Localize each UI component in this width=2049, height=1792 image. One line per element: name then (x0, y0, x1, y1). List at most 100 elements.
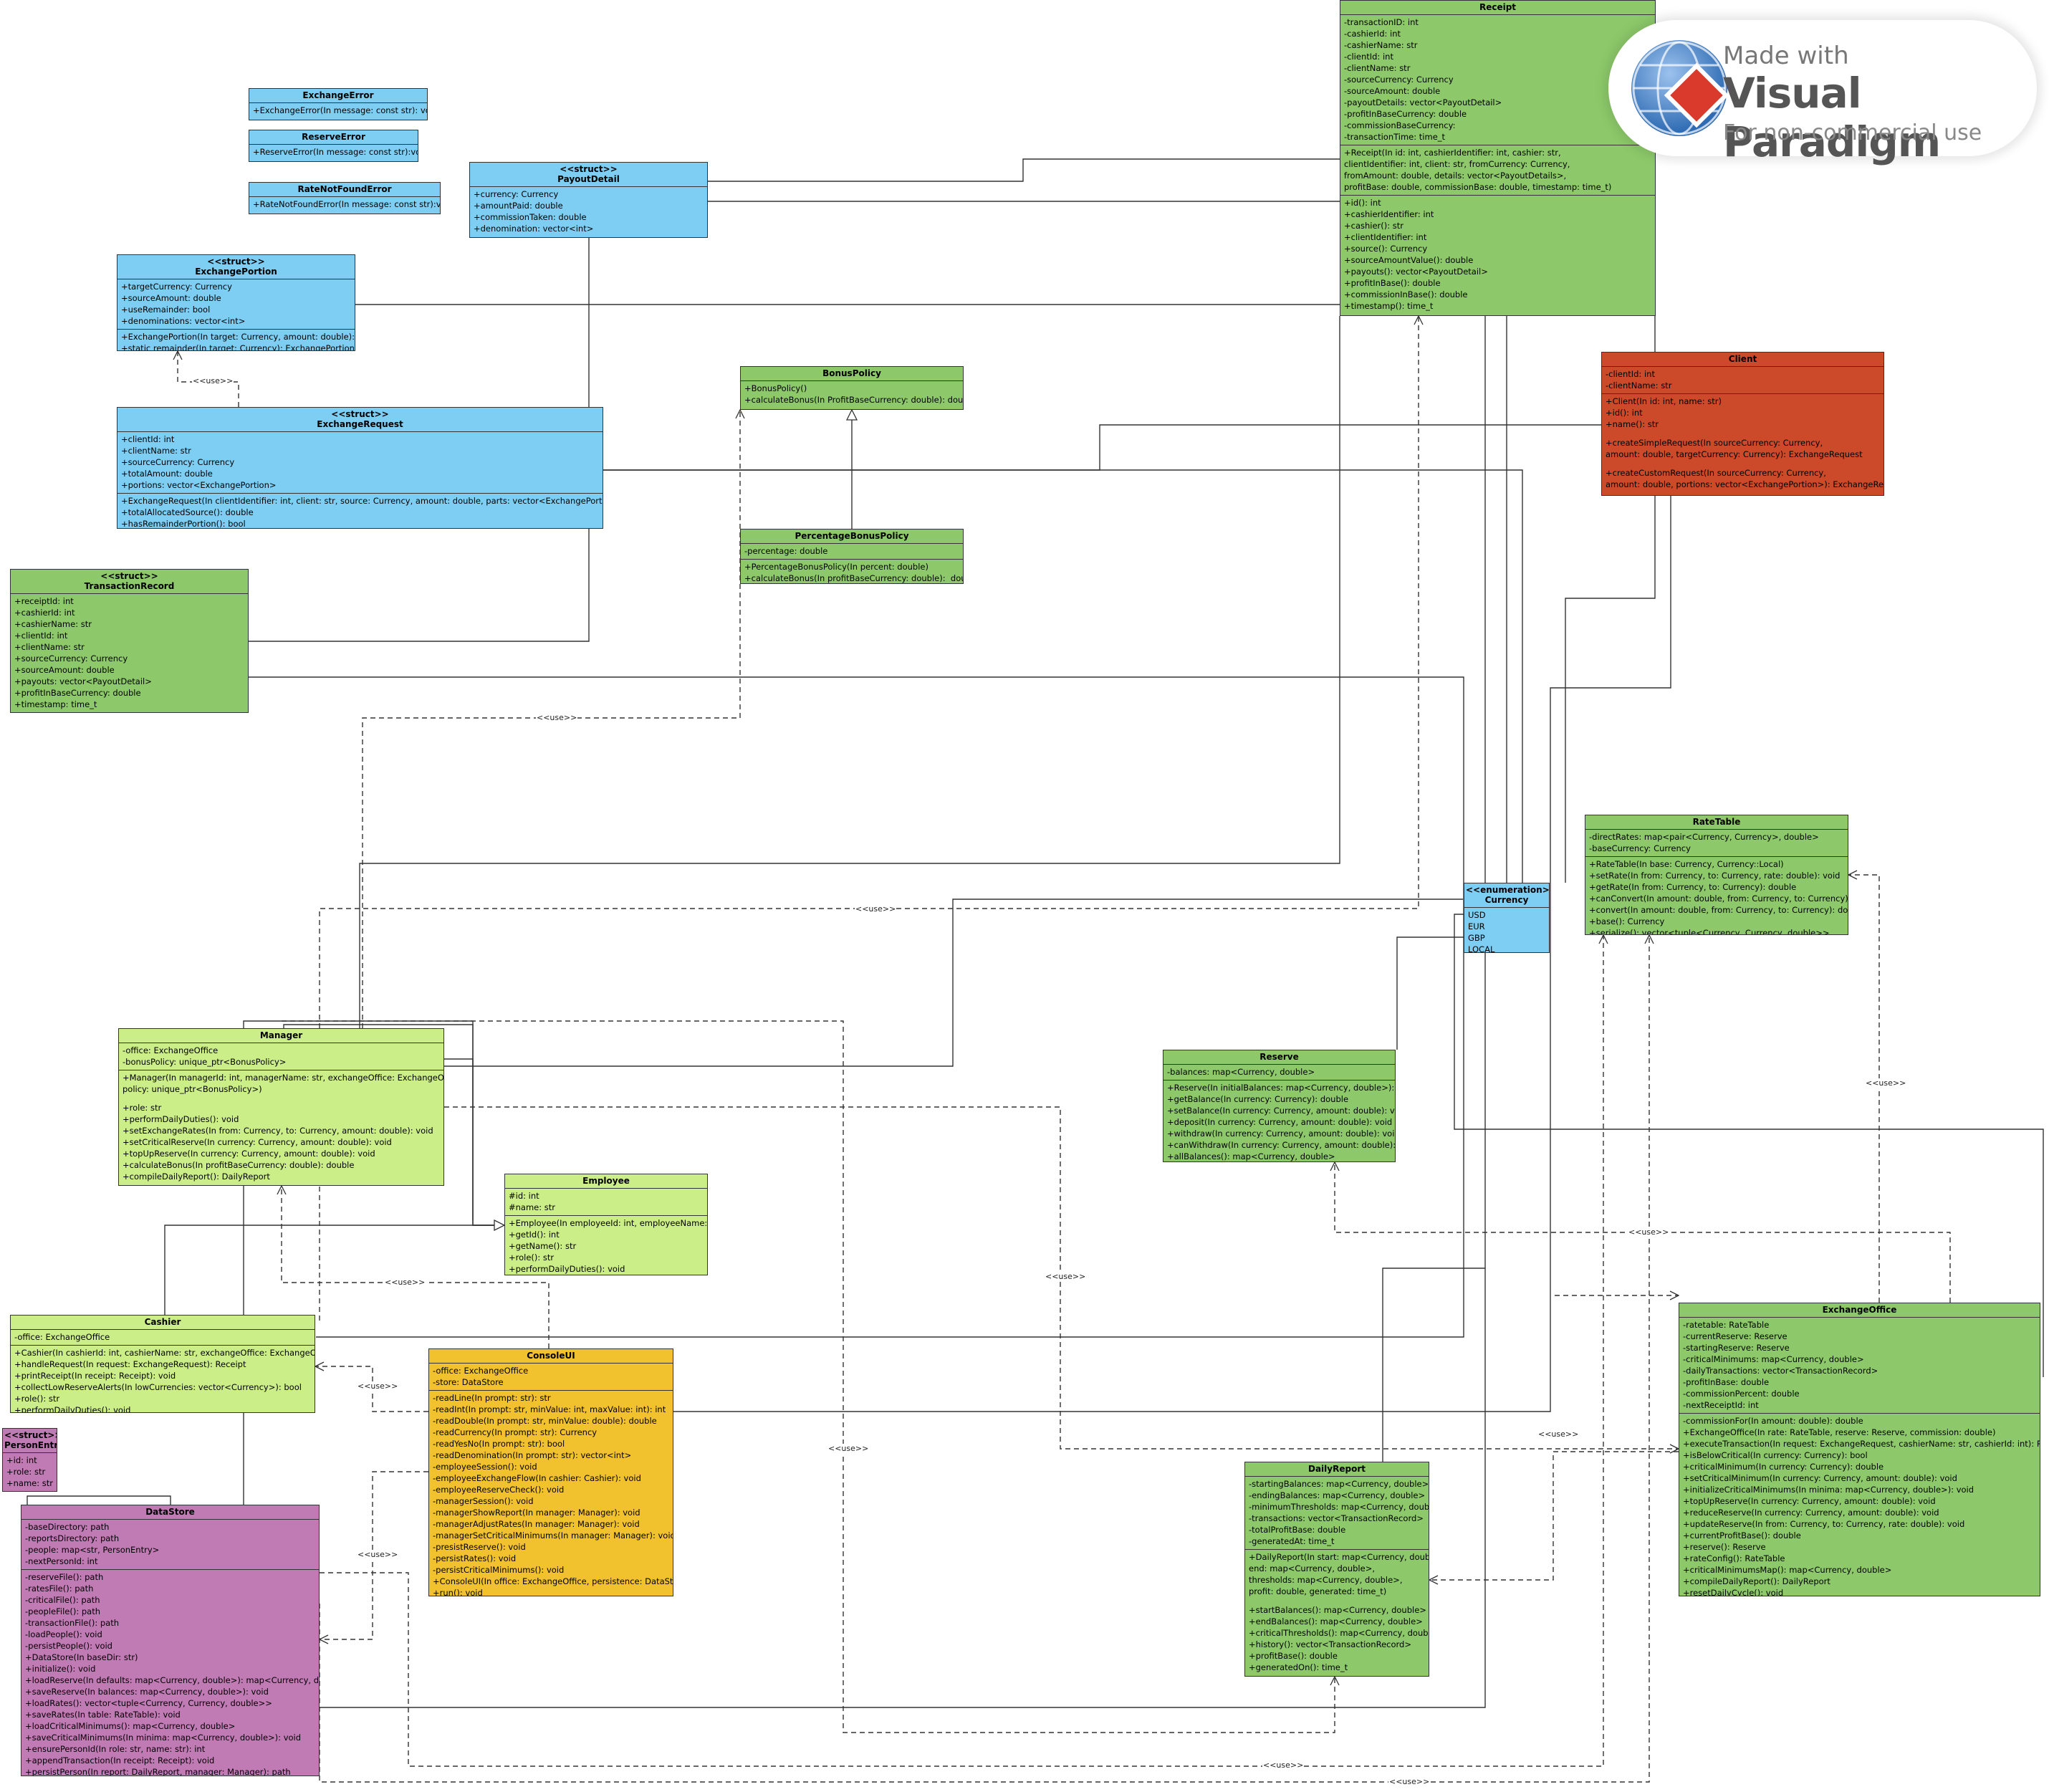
class-employee[interactable]: Employee#id: int#name: str+Employee(In e… (504, 1174, 708, 1275)
class-member: -office: ExchangeOffice (433, 1366, 529, 1376)
class-member: +cashierId: int (14, 608, 75, 618)
class-member: +reserve(): Reserve (1683, 1542, 1766, 1552)
class-member: +sourceAmount: double (121, 293, 221, 303)
class-transaction-record[interactable]: <<struct>>TransactionRecord+receiptId: i… (10, 569, 249, 713)
class-name: DailyReport (1308, 1464, 1366, 1474)
class-compartment: +RateNotFoundError(In message: const str… (249, 197, 440, 212)
class-header: ConsoleUI (429, 1349, 673, 1364)
class-percentage-bonus-policy[interactable]: PercentageBonusPolicy-percentage: double… (740, 529, 964, 584)
class-member: +resetDailyCycle(): void (1683, 1588, 1784, 1596)
class-member: +source(): Currency (1344, 244, 1428, 254)
class-reserve[interactable]: Reserve-balances: map<Currency, double>+… (1163, 1050, 1396, 1162)
class-member: +topUpReserve(In currency: Currency, amo… (1683, 1496, 1936, 1506)
class-member: +currentProfitBase(): double (1683, 1530, 1801, 1541)
class-member: +commissionTaken: double (474, 212, 587, 222)
edge-request-receipt (603, 469, 1523, 883)
class-member: +name: str (6, 1478, 54, 1488)
class-name: ReserveError (302, 132, 365, 142)
class-rate-not-found-error[interactable]: RateNotFoundError +RateNotFoundError(In m… (249, 182, 441, 214)
class-member: +clientId: int (121, 434, 175, 444)
class-member: -cashierName: str (1344, 40, 1418, 50)
class-member: -baseCurrency: Currency (1589, 843, 1691, 853)
class-compartment: +RateTable(In base: Currency, Currency::… (1585, 857, 1848, 934)
edge-reserve-currency (1396, 936, 1464, 1050)
class-member: +clientName: str (121, 446, 191, 456)
edge-currency-reserve (320, 953, 1486, 1708)
class-exchange-office[interactable]: ExchangeOffice-ratetable: RateTable-curr… (1679, 1303, 2040, 1596)
class-compartment: +Reserve(In initialBalances: map<Currenc… (1163, 1081, 1396, 1161)
class-member: -clientName: str (1606, 380, 1672, 390)
class-member: +setCriticalMinimum(In currency: Currenc… (1683, 1473, 1957, 1483)
class-member: amount: double, portions: vector<Exchang… (1606, 479, 1884, 489)
class-member: +Client(In id: int, name: str) (1606, 396, 1722, 406)
class-member: +performDailyDuties(): void (14, 1405, 131, 1413)
class-member: +saveReserve(In balances: map<Currency, … (25, 1687, 269, 1697)
class-name: PercentageBonusPolicy (795, 531, 909, 541)
class-compartment: -readLine(In prompt: str): str-readInt(I… (429, 1391, 673, 1596)
class-member: +canConvert(In amount: double, from: Cur… (1589, 893, 1848, 904)
class-member: -managerSession(): void (433, 1496, 534, 1506)
class-reserve-error[interactable]: ReserveError +ReserveError(In message: co… (249, 130, 418, 162)
class-header: DataStore (21, 1505, 319, 1520)
class-member: +clientName: str (14, 642, 85, 652)
class-compartment: +ExchangeError(In message: const str): v… (249, 103, 427, 118)
class-member: +profitInBaseCurrency: double (14, 688, 141, 698)
class-member: -presistReserve(): void (433, 1542, 526, 1552)
class-member: #name: str (509, 1202, 556, 1212)
class-member: -employeeSession(): void (433, 1462, 537, 1472)
class-member: -ratesFile(): path (25, 1583, 94, 1594)
class-exchange-error[interactable]: ExchangeError+ExchangeError(In message: … (249, 88, 428, 120)
class-member: +sourceAmount: double (14, 665, 115, 675)
class-member: +ExchangePortion(In target: Currency, am… (121, 332, 355, 342)
class-name: ConsoleUI (527, 1351, 575, 1361)
class-member: -profitInBaseCurrency: double (1344, 109, 1467, 119)
class-payout-detail[interactable]: <<struct>>PayoutDetail+currency: Currenc… (469, 162, 708, 238)
class-receipt[interactable]: Receipt-transactionID: int-cashierId: in… (1340, 0, 1656, 316)
dep-office-ratetable (1848, 875, 1880, 1303)
edge-cashier-employee (164, 1225, 504, 1321)
class-member: fromAmount: double, details: vector<Payo… (1344, 171, 1567, 181)
class-name: RateNotFoundError (297, 184, 392, 194)
class-member: +appendTransaction(In receipt: Receipt):… (25, 1755, 215, 1765)
class-console-ui[interactable]: ConsoleUI-office: ExchangeOffice-store: … (428, 1348, 673, 1596)
class-person-entry[interactable]: <<struct>>PersonEntry+id: int+role: str+… (2, 1428, 57, 1492)
class-member: -office: ExchangeOffice (123, 1045, 219, 1055)
class-member: +executeTransaction(In request: Exchange… (1683, 1439, 2040, 1449)
class-name: ExchangeOffice (1822, 1305, 1897, 1315)
class-member: +calculateBonus(In profitBaseCurrency: d… (123, 1160, 355, 1170)
class-daily-report[interactable]: DailyReport-startingBalances: map<Curren… (1244, 1462, 1429, 1677)
dep-office-reserve (1335, 1162, 1951, 1303)
class-member: +canWithdraw(In currency: Currency, amou… (1167, 1140, 1396, 1150)
class-member: +compileDailyReport(): DailyReport (123, 1171, 270, 1182)
edge-dailyreport-currency (1382, 1268, 1485, 1462)
class-cashier[interactable]: Cashier-office: ExchangeOffice+Cashier(I… (10, 1315, 315, 1413)
class-member: +loadRates(): vector<tuple<Currency, Cur… (25, 1698, 272, 1708)
class-member: +DataStore(In baseDir: str) (25, 1652, 138, 1662)
dep-cashier-receipt (319, 316, 1419, 1321)
class-member: -readLine(In prompt: str): str (433, 1393, 551, 1403)
dep-datastore-ratetable2 (319, 935, 1649, 1783)
class-manager[interactable]: Manager-office: ExchangeOffice-bonusPoli… (118, 1028, 444, 1186)
class-header: BonusPolicy (741, 367, 963, 381)
class-member: -persistRates(): void (433, 1553, 517, 1563)
class-member: -transactionTime: time_t (1344, 132, 1446, 142)
class-rate-table[interactable]: RateTable-directRates: map<pair<Currency… (1585, 815, 1848, 935)
use-label: <<use>> (357, 1550, 399, 1559)
class-client[interactable]: Client-clientId: int-clientName: str+Cli… (1601, 352, 1884, 496)
class-exchange-request[interactable]: <<struct>>ExchangeRequest+clientId: int+… (117, 407, 603, 529)
class-compartment: #id: int#name: str (505, 1189, 707, 1216)
class-exchange-portion[interactable]: <<struct>>ExchangePortion+targetCurrency… (117, 254, 355, 351)
use-label: <<use>> (1045, 1272, 1087, 1281)
class-member: +persistPerson(In report: DailyReport, m… (25, 1767, 291, 1776)
class-compartment: +ReserveError(In message: const str):voi… (249, 145, 418, 160)
class-header: DailyReport (1245, 1462, 1429, 1477)
class-name: ExchangePortion (195, 267, 277, 277)
class-compartment: -directRates: map<pair<Currency, Currenc… (1585, 830, 1848, 857)
class-data-store[interactable]: DataStore-baseDirectory: path-reportsDir… (21, 1505, 320, 1776)
class-name: Employee (582, 1176, 630, 1186)
class-name: Manager (259, 1030, 303, 1040)
class-bonus-policy[interactable]: BonusPolicy+BonusPolicy()+calculateBonus… (740, 366, 964, 410)
class-member: -clientId: int (1606, 369, 1655, 379)
